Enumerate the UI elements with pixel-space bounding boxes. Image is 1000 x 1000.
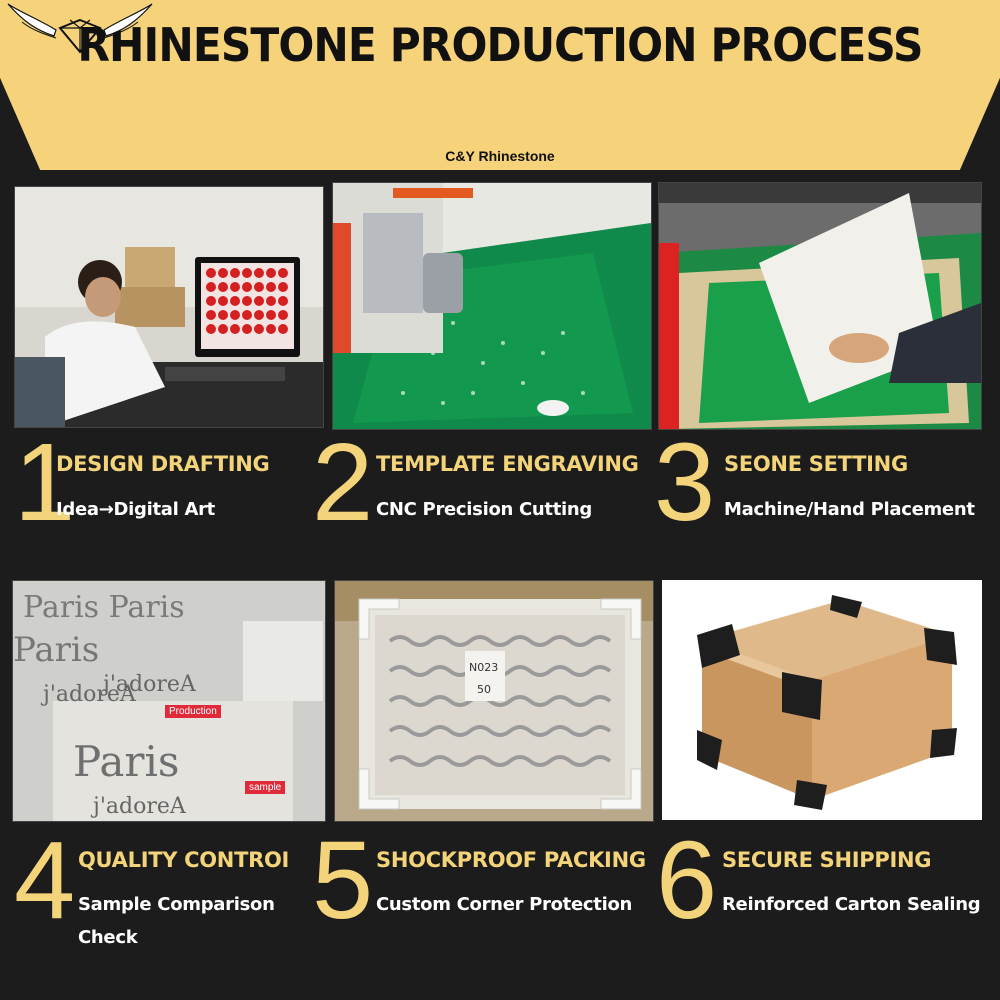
- brand-name: C&Y Rhinestone: [445, 148, 555, 164]
- quality-check-photo: Paris Paris Paris j'adoreA j'adoreA Pari…: [12, 580, 326, 822]
- step-5-subtitle: Custom Corner Protection: [376, 894, 633, 915]
- step-3-title: SEONE SETTING: [724, 452, 908, 476]
- shipping-box-photo: [662, 580, 982, 820]
- packing-scene-icon: N023 50: [335, 581, 653, 821]
- banner-shape: [0, 0, 1000, 170]
- note-qty: 50: [477, 683, 491, 696]
- step-4-subtitle: Sample Comparison Check: [78, 894, 275, 948]
- step-1-number: 1: [14, 421, 76, 544]
- paris-text-2: Paris: [13, 630, 99, 670]
- paris-text-1: Paris Paris: [23, 590, 185, 625]
- cnc-scene-icon: [333, 183, 651, 429]
- step-1-title: DESIGN DRAFTING: [56, 452, 270, 476]
- step-1-subtitle: Idea→Digital Art: [56, 499, 215, 520]
- setting-scene-icon: [659, 183, 981, 429]
- carton-box-icon: [662, 580, 982, 820]
- step-6-subtitle: Reinforced Carton Sealing: [722, 894, 981, 915]
- sample-tag: sample: [245, 781, 286, 794]
- designer-scene-icon: [15, 187, 323, 427]
- diamond-wings-logo-icon: [7, 3, 153, 54]
- page-title: RHINESTONE PRODUCTION PROCESS: [77, 18, 923, 72]
- step-4-title: QUALITY CONTROI: [78, 848, 290, 872]
- packing-photo: N023 50: [334, 580, 654, 822]
- note-code: N023: [469, 661, 498, 674]
- stone-setting-photo: [658, 182, 982, 430]
- production-tag: Production: [165, 705, 221, 718]
- jadore-text-1: j'adoreA: [40, 682, 137, 707]
- jadore-text-3: j'adoreA: [90, 794, 187, 819]
- step-6-title: SECURE SHIPPING: [722, 848, 932, 872]
- step-6-number: 6: [656, 819, 718, 942]
- step-3-subtitle: Machine/Hand Placement: [724, 499, 975, 520]
- jadore-text-2: j'adoreA: [100, 672, 197, 697]
- designer-at-computer-photo: [14, 186, 324, 428]
- header-banner: RHINESTONE PRODUCTION PROCESS C&Y Rhines…: [0, 0, 1000, 180]
- step-4-number: 4: [14, 819, 76, 942]
- step-5-title: SHOCKPROOF PACKING: [376, 848, 646, 872]
- step-2-number: 2: [312, 421, 374, 544]
- step-2-title: TEMPLATE ENGRAVING: [376, 452, 639, 476]
- step-3-number: 3: [654, 421, 716, 544]
- quality-scene-icon: Paris Paris Paris j'adoreA j'adoreA Pari…: [13, 581, 325, 821]
- step-2-subtitle: CNC Precision Cutting: [376, 499, 593, 520]
- paris-text-3: Paris: [73, 737, 179, 786]
- step-5-number: 5: [312, 819, 374, 942]
- cnc-engraving-photo: [332, 182, 652, 430]
